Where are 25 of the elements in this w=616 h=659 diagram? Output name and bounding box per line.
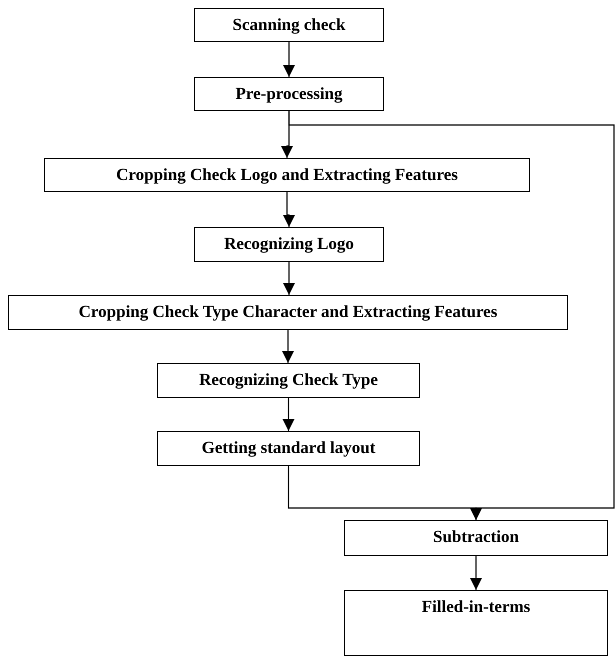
arrow	[470, 556, 482, 590]
process-box	[8, 295, 568, 330]
step-label: Scanning check	[232, 15, 346, 35]
step-label: Pre-processing	[235, 84, 343, 104]
process-box	[157, 431, 420, 466]
step-label: Cropping Check Logo and Extracting Features	[116, 165, 458, 185]
arrow	[288, 466, 482, 520]
step-label: Recognizing Logo	[224, 234, 354, 254]
process-box	[194, 227, 384, 262]
process-box	[194, 8, 384, 42]
step-label: Getting standard layout	[202, 438, 376, 458]
arrow	[283, 42, 295, 77]
step-label: Cropping Check Type Character and Extracting Features	[78, 302, 498, 322]
process-box	[44, 158, 530, 192]
arrow	[283, 192, 295, 227]
step-label: Subtraction	[433, 527, 519, 547]
arrow	[282, 398, 294, 431]
process-box	[344, 520, 608, 556]
arrow	[282, 330, 294, 363]
step-label: Filled-in-terms	[422, 597, 530, 617]
process-box	[344, 590, 608, 656]
step-label: Recognizing Check Type	[199, 370, 378, 390]
process-box	[157, 363, 420, 398]
process-box	[194, 77, 384, 111]
arrow	[283, 262, 295, 295]
